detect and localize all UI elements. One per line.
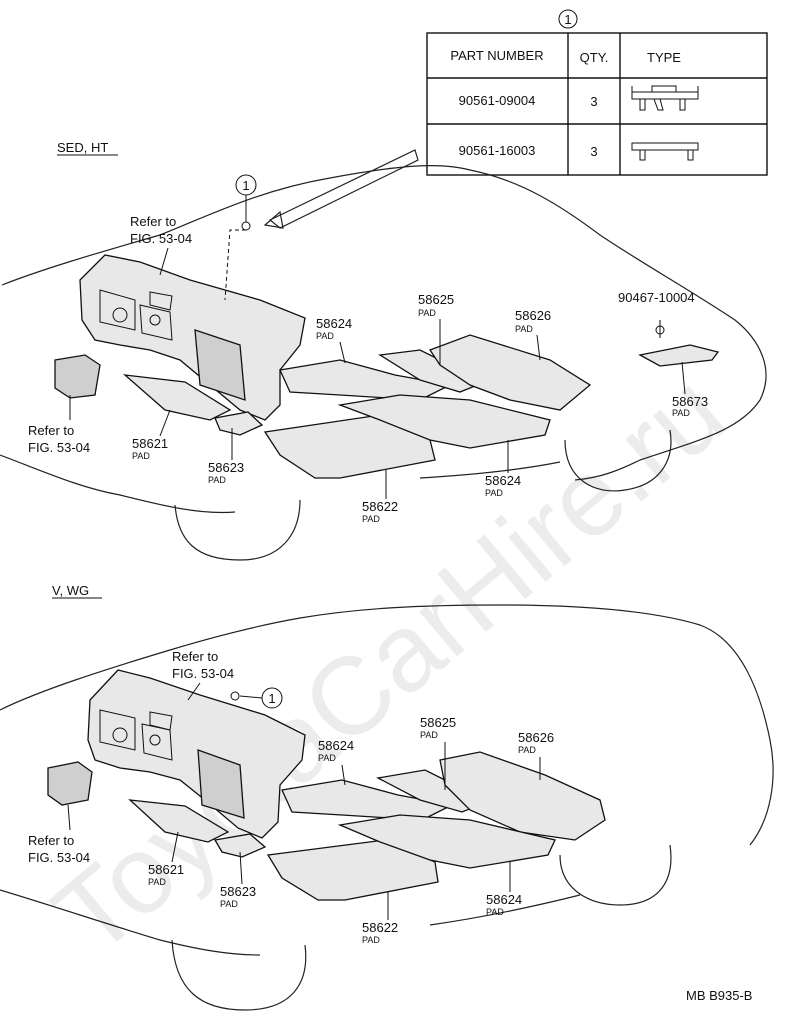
dash-panel xyxy=(87,669,306,839)
label-58626-sub: PAD xyxy=(515,324,533,334)
label-58623-sub: PAD xyxy=(208,475,226,485)
label-58624b-num: 58624 xyxy=(485,473,521,488)
refer-left-line2: FIG. 53-04 xyxy=(28,850,90,865)
refer-top-line1: Refer to xyxy=(130,214,176,229)
pad-58624-front xyxy=(281,779,455,821)
pad-58626 xyxy=(429,334,592,411)
label-58621-sub: PAD xyxy=(148,877,166,887)
section-title: V, WG xyxy=(52,583,89,598)
pad-58623 xyxy=(214,411,264,436)
row1-part-number: 90561-09004 xyxy=(459,93,536,108)
pad-58673 xyxy=(638,344,720,367)
clip-type-1-icon xyxy=(631,85,699,111)
label-58673-sub: PAD xyxy=(672,408,690,418)
pad-58621 xyxy=(122,374,232,421)
callout-number: 1 xyxy=(268,691,275,706)
pad-58624-rear xyxy=(337,814,556,869)
car-body-outline xyxy=(0,165,767,514)
table-border xyxy=(426,32,768,176)
table-callout-circle xyxy=(558,9,578,29)
refer-left-line1: Refer to xyxy=(28,833,74,848)
pad-58624-front xyxy=(279,359,453,401)
left-bracket xyxy=(54,354,101,399)
label-58621-num: 58621 xyxy=(132,436,168,451)
label-58623-num: 58623 xyxy=(208,460,244,475)
fastener-table: 1 PART NUMBER QTY. TYPE 90561-09004 3 90… xyxy=(426,9,768,176)
clip-type-2-icon xyxy=(631,142,699,161)
label-58622-num: 58622 xyxy=(362,499,398,514)
pad-58621 xyxy=(128,799,230,843)
fastener-90467-icon xyxy=(655,325,665,335)
label-58624-sub: PAD xyxy=(318,753,336,763)
label-58625-sub: PAD xyxy=(420,730,438,740)
label-58625-num: 58625 xyxy=(418,292,454,307)
label-90467-num: 90467-10004 xyxy=(618,290,695,305)
header-part-number: PART NUMBER xyxy=(450,48,543,63)
label-58625-num: 58625 xyxy=(420,715,456,730)
label-58624-sub: PAD xyxy=(316,331,334,341)
callout-number: 1 xyxy=(242,178,249,193)
label-58621-sub: PAD xyxy=(132,451,150,461)
label-58621-num: 58621 xyxy=(148,862,184,877)
header-qty: QTY. xyxy=(580,50,609,65)
label-58626-num: 58626 xyxy=(518,730,554,745)
label-58625-sub: PAD xyxy=(418,308,436,318)
refer-top-line2: FIG. 53-04 xyxy=(130,231,192,246)
row2-qty: 3 xyxy=(590,144,597,159)
left-bracket xyxy=(47,761,93,806)
refer-top-line1: Refer to xyxy=(172,649,218,664)
figure-code: MB B935-B xyxy=(686,988,752,1003)
label-58624b-sub: PAD xyxy=(486,907,504,917)
car-body-outline xyxy=(0,604,774,956)
section-v-wg: V, WG 1 Refer to FIG. 53-04 Refer to xyxy=(0,583,774,1011)
row2-part-number: 90561-16003 xyxy=(459,143,536,158)
label-58623-sub: PAD xyxy=(220,899,238,909)
header-type: TYPE xyxy=(647,50,681,65)
pad-58626 xyxy=(439,751,606,841)
refer-left-line2: FIG. 53-04 xyxy=(28,440,90,455)
section-title: SED, HT xyxy=(57,140,108,155)
label-58624b-num: 58624 xyxy=(486,892,522,907)
pad-58624-rear xyxy=(337,394,551,449)
refer-left-line1: Refer to xyxy=(28,423,74,438)
label-58622-num: 58622 xyxy=(362,920,398,935)
label-58626-sub: PAD xyxy=(518,745,536,755)
label-58673-num: 58673 xyxy=(672,394,708,409)
clip-icon xyxy=(230,691,240,701)
callout-circle xyxy=(261,687,283,709)
label-58622-sub: PAD xyxy=(362,935,380,945)
clip-icon xyxy=(241,221,251,231)
row1-qty: 3 xyxy=(590,94,597,109)
table-callout-number: 1 xyxy=(564,12,571,27)
dash-panel xyxy=(79,254,306,421)
label-58623-num: 58623 xyxy=(220,884,256,899)
label-58624b-sub: PAD xyxy=(485,488,503,498)
pad-58623 xyxy=(213,833,267,858)
label-58624-num: 58624 xyxy=(318,738,354,753)
label-58622-sub: PAD xyxy=(362,514,380,524)
label-58624-num: 58624 xyxy=(316,316,352,331)
label-58626-num: 58626 xyxy=(515,308,551,323)
refer-top-line2: FIG. 53-04 xyxy=(172,666,234,681)
section-sed-ht: SED, HT 1 Refer xyxy=(0,140,767,561)
